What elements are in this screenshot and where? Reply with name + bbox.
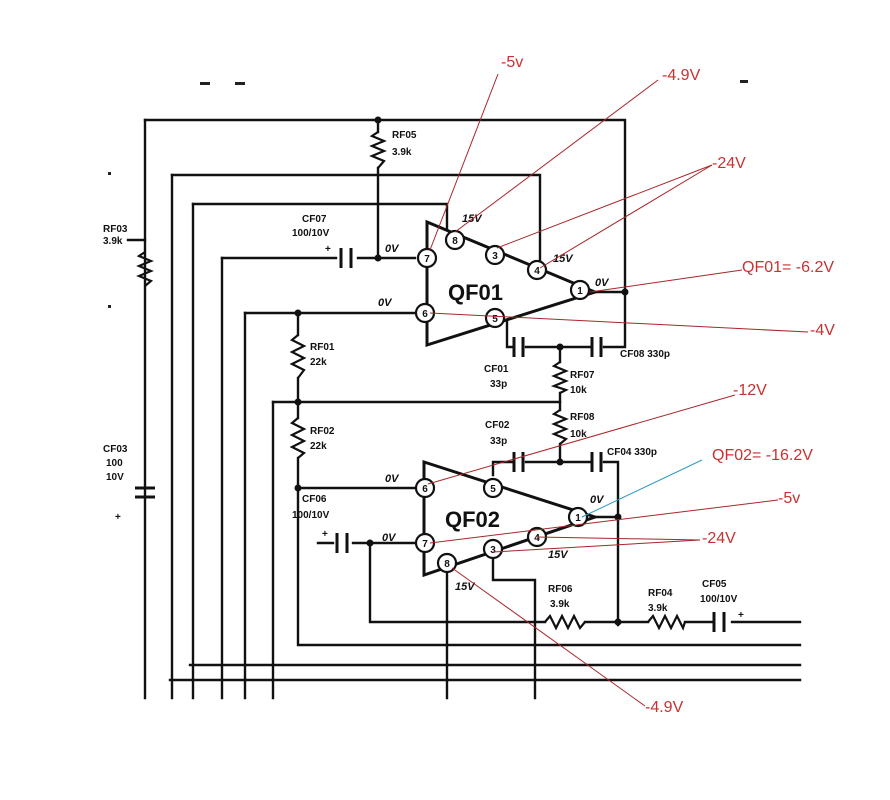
wires [126,118,802,700]
rf01-name: RF01 [310,342,335,353]
cf06-plus: + [322,529,328,540]
annotation-qf01-supply: -24V [712,155,746,172]
mark-0v-pin7-bottom: 0V [382,532,397,544]
cf01-name: CF01 [484,364,509,375]
qf01-pin-5: 5 [492,314,498,325]
capacitors [135,248,726,632]
mark-0v-pin1-top: 0V [595,277,610,289]
rf03-value: 3.9k [103,236,123,247]
cf03-value: 100 [106,458,123,469]
annotation-qf01-pin8: -4.9V [662,67,701,84]
cf07-plus: + [325,244,331,255]
rf06-value: 3.9k [550,599,570,610]
cf05-value: 100/10V [700,594,738,605]
mark-0v-pin6-bottom: 0V [385,473,400,485]
qf02-pin-3: 3 [490,545,496,556]
rf03-name: RF03 [103,224,128,235]
cf07-name: CF07 [302,214,327,225]
qf02-pin-5: 5 [490,484,496,495]
rf06-name: RF06 [548,584,573,595]
qf01-label: QF01 [448,280,503,305]
cf05-name: CF05 [702,579,727,590]
annotation-qf02-supply: -24V [702,530,736,547]
mark-0v-pin6-top: 0V [378,297,393,309]
cf08-label: CF08 330p [620,349,670,360]
cf05-plus: + [738,610,744,621]
rf08-value: 10k [570,429,587,440]
cf06-name: CF06 [302,494,327,505]
rf07-name: RF07 [570,370,595,381]
qf01-pin-4: 4 [534,266,540,277]
annotation-qf01-pin1: QF01= -6.2V [742,259,834,276]
mark-15v-pin4-top: 15V [553,253,574,265]
cf03-plus: + [115,512,121,523]
rf01-value: 22k [310,357,327,368]
rf06-resistor [544,613,586,631]
rf04-value: 3.9k [648,603,668,614]
rf05-resistor [369,131,387,169]
annotation-qf02-pin6: -12V [733,382,767,399]
cf02-value: 33p [490,436,507,447]
rf07-value: 10k [570,385,587,396]
cf04-label: CF04 330p [607,447,657,458]
qf02-pin-7: 7 [422,539,428,550]
annotation-leaders [427,73,809,707]
annotation-qf02-pin8: -4.9V [645,699,684,716]
rf02-resistor [289,417,307,459]
mark-15v-pin8-bottom: 15V [455,581,476,593]
qf02-pin-8: 8 [444,559,450,570]
voltage-annotations: -5v -4.9V -24V QF01= -6.2V -4V -12V QF02… [501,54,835,716]
mark-0v-pin1-bottom: 0V [590,494,605,506]
rf04-resistor [647,613,687,631]
mark-15v-pin4-bottom: 15V [548,549,569,561]
qf02-pin-4: 4 [534,533,540,544]
opamp-qf01: QF01 8 3 4 1 6 5 7 [414,219,600,348]
annotation-qf02-pin7: -5v [778,490,800,507]
annotation-qf02-pin1: QF02= -16.2V [712,447,813,464]
cf03-voltage: 10V [106,472,124,483]
rf05-name: RF05 [392,130,417,141]
component-labels: RF05 3.9k RF03 3.9k CF07 100/10V + RF01 … [103,130,744,621]
rf02-name: RF02 [310,426,335,437]
qf01-pin-7: 7 [424,254,430,265]
rf03-resistor [136,251,154,287]
rf08-name: RF08 [570,412,595,423]
cf02-name: CF02 [485,420,510,431]
qf01-pin-6: 6 [422,309,428,320]
qf02-pin-6: 6 [422,484,428,495]
junction-dots [294,116,629,626]
cf01-value: 33p [490,379,507,390]
rf04-name: RF04 [648,588,673,599]
annotation-qf01-pin7: -5v [501,54,523,71]
resistors [136,131,687,631]
rf07-resistor [550,361,569,394]
qf02-label: QF02 [445,507,500,532]
scan-specks [108,80,748,308]
rf02-value: 22k [310,441,327,452]
rf08-resistor [551,409,569,445]
qf01-pin-3: 3 [492,251,498,262]
qf01-pin-1: 1 [577,286,583,297]
qf02-pin-1: 1 [575,513,581,524]
cf03-name: CF03 [103,444,128,455]
cf07-value: 100/10V [292,228,330,239]
rf05-value: 3.9k [392,147,412,158]
annotation-qf01-pin6: -4V [810,322,835,339]
mark-0v-pin7-top: 0V [385,243,400,255]
cf06-value: 100/10V [292,510,330,521]
schematic-voltage-marks: 0V 0V 15V 15V 0V 0V 0V 0V 15V 15V [378,213,610,593]
opamp-qf02: QF02 6 5 1 7 3 4 8 [414,459,600,578]
qf01-pins: 8 3 4 1 6 5 7 [414,229,591,329]
qf01-pin-8: 8 [452,236,458,247]
rf01-resistor [289,334,307,379]
